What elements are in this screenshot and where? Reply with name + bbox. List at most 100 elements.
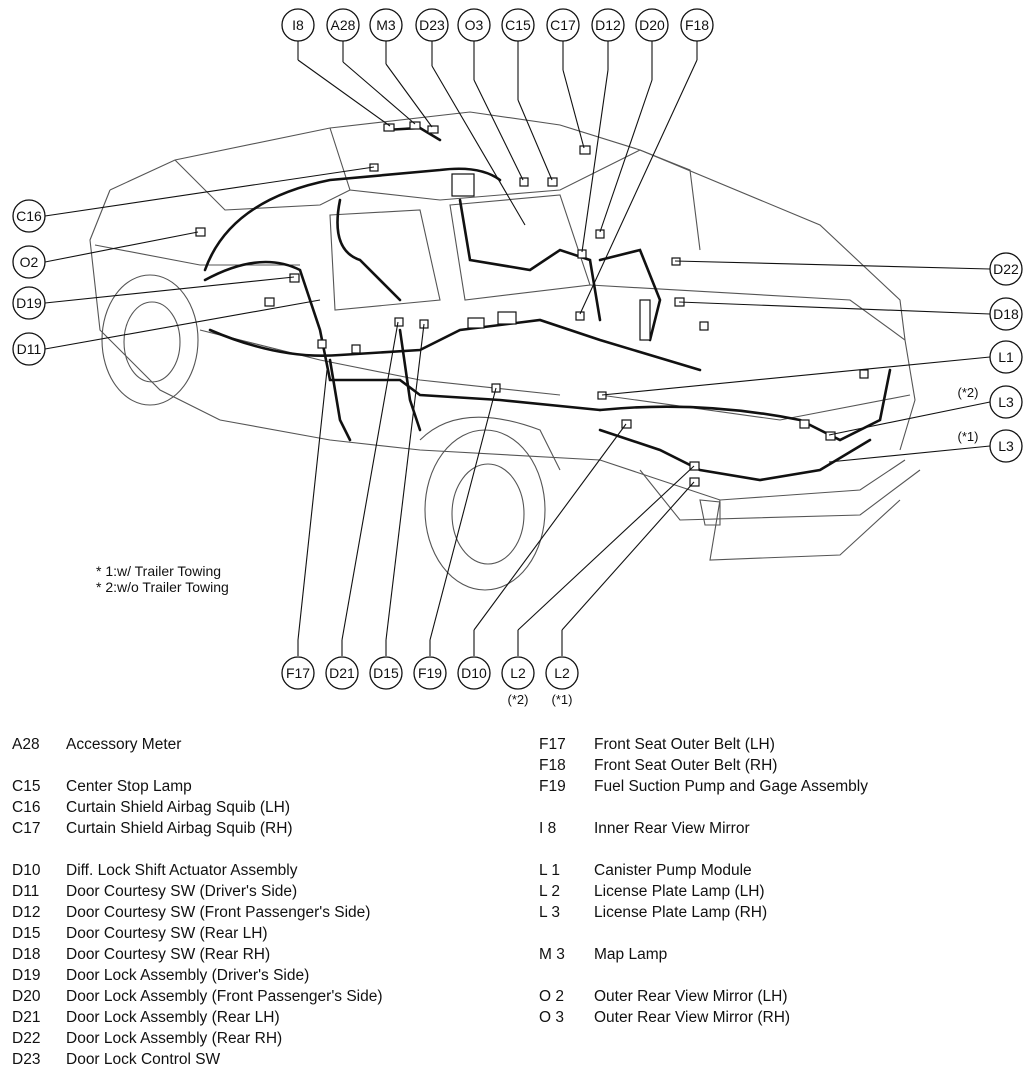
- svg-text:D22: D22: [993, 261, 1019, 277]
- callout-l1: L1: [989, 340, 1023, 374]
- legend-name: Accessory Meter: [66, 736, 182, 753]
- legend-row: F18 Front Seat Outer Belt (RH): [539, 755, 868, 776]
- legend-code: D22: [12, 1030, 41, 1047]
- legend-name: Door Lock Control SW: [66, 1051, 221, 1068]
- svg-text:I8: I8: [292, 17, 304, 33]
- legend-code: D10: [12, 862, 41, 879]
- legend-right: F17 Front Seat Outer Belt (LH) F18 Front Se…: [539, 734, 868, 1028]
- legend-name: Door Courtesy SW (Rear LH): [66, 925, 268, 942]
- svg-text:O3: O3: [465, 17, 484, 33]
- callout-d20: D20: [635, 8, 669, 42]
- legend-name: Canister Pump Module: [594, 862, 752, 879]
- legend-code: D23: [12, 1051, 41, 1068]
- legend-code: C16: [12, 799, 41, 816]
- svg-text:D11: D11: [17, 341, 42, 357]
- svg-text:F19: F19: [418, 665, 442, 681]
- legend-code: F19: [539, 778, 566, 795]
- legend-code: D20: [12, 988, 41, 1005]
- right-callouts: D22 D18 L1 L3 L3 (*2) (*1): [958, 252, 1023, 463]
- legend-name: License Plate Lamp (RH): [594, 904, 768, 921]
- svg-text:D21: D21: [329, 665, 355, 681]
- legend-code: D19: [12, 967, 41, 984]
- legend-code: D21: [12, 1009, 41, 1026]
- callout-f19: F19: [413, 656, 447, 690]
- svg-text:F18: F18: [685, 17, 709, 33]
- callout-d12: D12: [591, 8, 625, 42]
- callout-d15: D15: [369, 656, 403, 690]
- svg-text:O2: O2: [20, 254, 39, 270]
- callout-d21: D21: [325, 656, 359, 690]
- svg-text:D20: D20: [639, 17, 665, 33]
- callout-i8: I8: [281, 8, 315, 42]
- callout-d22: D22: [989, 252, 1023, 286]
- legend-code: F18: [539, 757, 566, 774]
- legend-code: M 3: [539, 946, 565, 963]
- legend-gap: [12, 839, 383, 860]
- legend-row: D21 Door Lock Assembly (Rear LH): [12, 1007, 383, 1028]
- callout-d11: D11: [12, 332, 46, 366]
- legend-row: L 2 License Plate Lamp (LH): [539, 881, 868, 902]
- legend-code: O 2: [539, 988, 564, 1005]
- svg-text:L1: L1: [998, 349, 1014, 365]
- note-l2-2: (*2): [508, 692, 529, 707]
- callout-o2: O2: [12, 245, 46, 279]
- svg-text:L2: L2: [510, 665, 526, 681]
- callout-f17: F17: [281, 656, 315, 690]
- callout-f18: F18: [680, 8, 714, 42]
- legend-row: L 1 Canister Pump Module: [539, 860, 868, 881]
- legend-gap: [539, 797, 868, 818]
- legend-code: L 2: [539, 883, 560, 900]
- legend-name: Fuel Suction Pump and Gage Assembly: [594, 778, 868, 795]
- legend-code: L 1: [539, 862, 560, 879]
- svg-text:D15: D15: [373, 665, 399, 681]
- legend-name: License Plate Lamp (LH): [594, 883, 765, 900]
- legend-gap: [12, 755, 383, 776]
- callout-c17: C17: [546, 8, 580, 42]
- legend-name: Door Lock Assembly (Front Passenger's Si…: [66, 988, 383, 1005]
- legend-row: F17 Front Seat Outer Belt (LH): [539, 734, 868, 755]
- callout-d10: D10: [457, 656, 491, 690]
- svg-text:L3: L3: [998, 438, 1014, 454]
- legend-name: Outer Rear View Mirror (RH): [594, 1009, 791, 1026]
- legend-gap: [539, 965, 868, 986]
- callout-d23: D23: [415, 8, 449, 42]
- legend-name: Front Seat Outer Belt (LH): [594, 736, 775, 753]
- legend-code: C15: [12, 778, 41, 795]
- svg-text:L3: L3: [998, 394, 1014, 410]
- callout-l3-note2: L3: [989, 385, 1023, 419]
- callout-m3: M3: [369, 8, 403, 42]
- legend-row: C15 Center Stop Lamp: [12, 776, 383, 797]
- svg-text:D10: D10: [461, 665, 487, 681]
- legend-code: A28: [12, 736, 40, 753]
- svg-text:C16: C16: [16, 208, 42, 224]
- callout-l3-note1: L3: [989, 429, 1023, 463]
- leader-lines: [44, 41, 991, 656]
- legend-name: Front Seat Outer Belt (RH): [594, 757, 778, 774]
- callout-c15: C15: [501, 8, 535, 42]
- callout-l2-note2: L2: [501, 656, 535, 690]
- legend-code: F17: [539, 736, 566, 753]
- legend-code: C17: [12, 820, 41, 837]
- legend-name: Door Lock Assembly (Driver's Side): [66, 967, 310, 984]
- callout-a28: A28: [326, 8, 360, 42]
- legend-name: Door Lock Assembly (Rear LH): [66, 1009, 280, 1026]
- svg-text:C17: C17: [550, 17, 576, 33]
- left-callouts: C16 O2 D19 D11: [12, 199, 46, 366]
- legend-code: D18: [12, 946, 41, 963]
- legend-row: A28 Accessory Meter: [12, 734, 383, 755]
- legend-gap: [539, 923, 868, 944]
- legend-name: Center Stop Lamp: [66, 778, 192, 795]
- legend-row: D19 Door Lock Assembly (Driver's Side): [12, 965, 383, 986]
- footnotes: * 1:w/ Trailer Towing * 2:w/o Trailer To…: [96, 563, 229, 595]
- legend-code: D15: [12, 925, 41, 942]
